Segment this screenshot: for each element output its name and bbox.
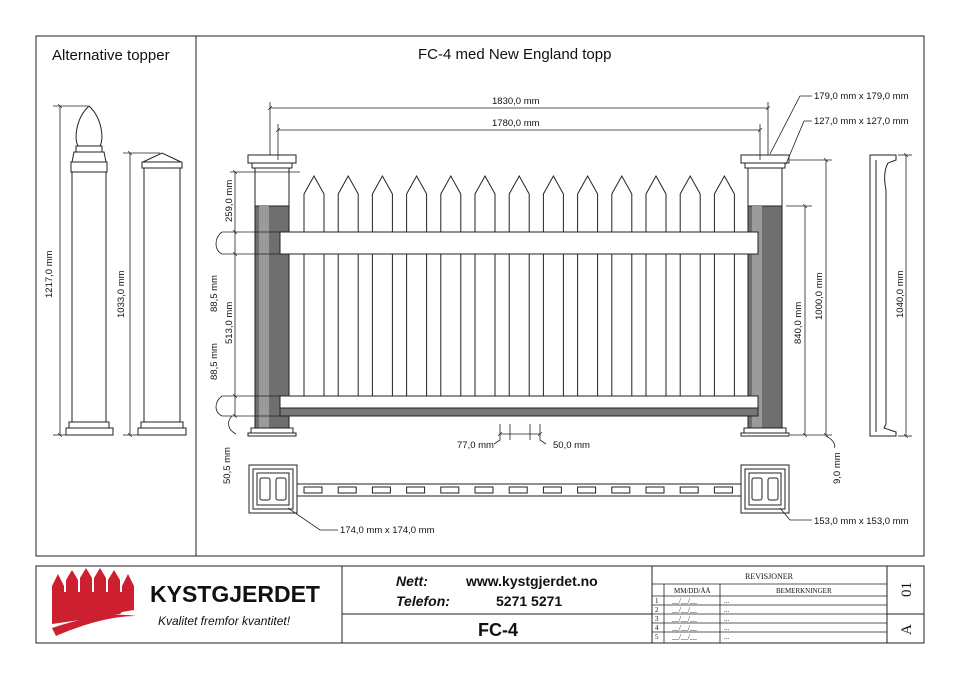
plan-slot-group [303,486,733,494]
brand-slogan: Kvalitet fremfor kvantitet! [158,614,291,628]
drawing-frame [35,35,925,557]
topper-gothic [65,105,114,436]
title-block-frame [35,565,925,644]
dim-1000: 1000,0 mm [814,272,825,320]
plan-picket-slot [508,486,528,494]
revision-row-number: 3 [655,615,659,623]
logo-swoosh-icon [52,614,136,636]
nett-label: Nett: [396,573,428,589]
plan-picket-slot [713,486,733,494]
fence-picket [611,174,633,405]
revision-row-date: __/__/__ [671,606,697,614]
fence-picket [440,174,462,405]
fence-picket [406,174,428,405]
dim-259: 259,0 mm [224,180,235,222]
fence-logo-icon [52,568,134,624]
revisions-title: REVISJONER [745,572,794,581]
revision-row-remark: ... [724,615,730,623]
dim-513: 513,0 mm [224,302,235,344]
dim-88-bottom: 88,5 mm [209,343,220,380]
fence-picket [713,174,735,405]
revision-row-number: 5 [655,633,659,641]
dim-50: 50,0 mm [553,440,590,451]
revision-row-remark: ... [724,597,730,605]
plan-picket-slot [611,486,631,494]
plan-leaders [287,507,812,531]
fence-picket [577,174,599,405]
plan-picket-slot [679,486,699,494]
revisions-col-date: MM/DD/ÅÅ [674,587,711,595]
bottom-rail [279,395,759,409]
plan-picket-slot [577,486,597,494]
dim-1830: 1830,0 mm [492,96,540,107]
fence-picket [371,174,393,405]
bottom-rail-shadow [279,407,759,417]
dim-1780: 1780,0 mm [492,118,540,129]
revision-row-number: 4 [655,624,659,632]
plan-picket-slot [371,486,391,494]
left-panel-title: Alternative topper [52,47,170,64]
fence-picket [542,174,564,405]
dim-plan-153: 153,0 mm x 153,0 mm [814,516,909,527]
brand-name: KYSTGJERDET [150,581,320,607]
revision-row-date: __/__/__ [671,624,697,632]
fence-elevation [247,154,897,437]
dim-88-top: 88,5 mm [209,275,220,312]
revisions-table [652,583,887,643]
plan-picket-slot [406,486,426,494]
dim-1040: 1040,0 mm [895,270,906,318]
revisions-col-remarks: BEMERKNINGER [776,587,832,595]
plan-picket-slot [303,486,323,494]
dim-77: 77,0 mm [457,440,494,451]
fence-picket [679,174,701,405]
dim-9: 9,0 mm [832,452,843,484]
fence-picket [303,174,325,405]
fence-picket [337,174,359,405]
plan-picket-slot [440,486,460,494]
left-post [247,154,297,437]
dim-50-5: 50,5 mm [222,447,233,484]
revision-letter: A [899,624,915,635]
telefon-label: Telefon: [396,593,450,609]
main-title: FC-4 med New England topp [418,46,611,63]
right-post [740,154,790,437]
dim-plan-174: 174,0 mm x 174,0 mm [340,525,435,536]
revision-row-number: 1 [655,597,659,605]
left-dimensions [53,103,160,438]
dim-840: 840,0 mm [793,302,804,344]
sheet-number: 01 [899,582,915,597]
topper-pyramid [137,152,187,436]
fence-picket [645,174,667,405]
fence-picket [474,174,496,405]
dim-post-127: 127,0 mm x 127,0 mm [814,116,909,127]
main-dimension-lines [215,95,912,449]
revision-row-remark: ... [724,624,730,632]
dim-1217: 1217,0 mm [44,250,55,298]
fence-picket [508,174,530,405]
plan-picket-slot [542,486,562,494]
revision-row-number: 2 [655,606,659,614]
telefon-value: 5271 5271 [496,593,562,609]
plan-picket-slot [645,486,665,494]
dim-post-179: 179,0 mm x 179,0 mm [814,91,909,102]
company-logo [52,568,136,636]
drawing-number: FC-4 [478,620,518,640]
picket-group [303,174,735,405]
revision-row-remark: ... [724,633,730,641]
plan-picket-slot [337,486,357,494]
top-rail [279,231,759,255]
revision-row-date: __/__/__ [671,615,697,623]
revision-row-remark: ... [724,606,730,614]
revision-row-date: __/__/__ [671,633,697,641]
revision-rows: 1 __/__/__... 2 __/__/__... 3 __/__/__... 4 __/… [655,597,730,641]
dim-1033: 1033,0 mm [116,270,127,318]
side-profile-post [869,154,897,437]
plan-picket-slot [474,486,494,494]
nett-value[interactable]: www.kystgjerdet.no [465,573,598,589]
revision-row-date: __/__/__ [671,597,697,605]
